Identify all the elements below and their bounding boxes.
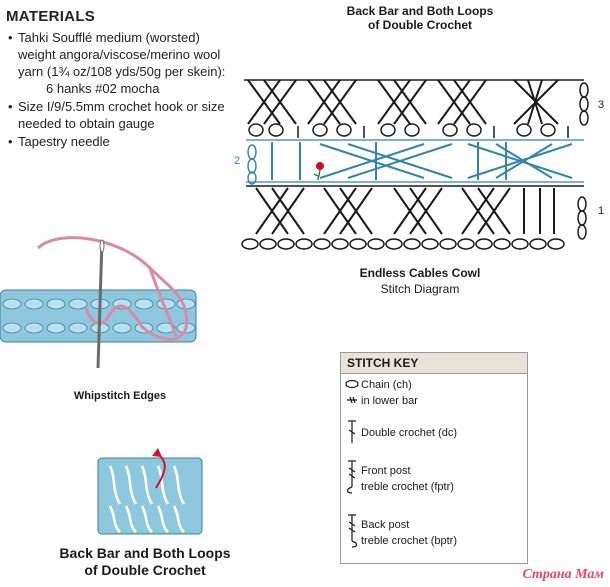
back-bar-illustration xyxy=(97,448,203,535)
materials-item-line: 6 hanks #02 mocha xyxy=(46,81,160,96)
materials-item-needle: Tapestry needle xyxy=(8,133,242,150)
top-title-line2: of Double Crochet xyxy=(368,18,472,32)
lower-bar-icon xyxy=(347,396,357,404)
needle-eye xyxy=(99,239,105,253)
back-bar-fabric xyxy=(97,457,203,535)
back-bar-stitches xyxy=(108,465,186,533)
materials-item-line: Tapestry needle xyxy=(18,134,110,149)
foundation-chain xyxy=(241,238,565,250)
key-label-chain: Chain (ch) xyxy=(361,379,412,391)
top-title-line1: Back Bar and Both Loops xyxy=(346,4,494,18)
back-bar-caption-line2: of Double Crochet xyxy=(84,562,206,578)
back-post-icon xyxy=(348,514,358,548)
needle-icon xyxy=(96,239,104,369)
row-label-1: 1 xyxy=(598,205,604,217)
front-post-icon xyxy=(346,460,356,494)
key-label-fptr-1: Front post xyxy=(361,465,411,477)
row-label-3: 3 xyxy=(598,99,604,111)
materials-item-line: Tahki Soufflé medium (worsted) xyxy=(18,30,200,45)
stitch-key-heading: STITCH KEY xyxy=(341,353,527,374)
materials-list: Tahki Soufflé medium (worsted) weight an… xyxy=(6,29,242,150)
watermark: Страна Мам xyxy=(522,567,604,582)
materials-item-line: weight angora/viscose/merino wool xyxy=(18,47,221,62)
chain-icon xyxy=(345,379,359,389)
materials-item-hook: Size I/9/5.5mm crochet hook or size need… xyxy=(8,98,242,132)
yarn-strand xyxy=(36,236,188,341)
materials-section: MATERIALS Tahki Soufflé medium (worsted)… xyxy=(6,8,242,151)
key-label-lower-bar: in lower bar xyxy=(361,395,418,407)
key-label-fptr-2: treble crochet (fptr) xyxy=(361,481,454,493)
arrow-head xyxy=(152,448,162,457)
diagram-title: Endless Cables Cowl xyxy=(359,266,481,280)
materials-item-line: needed to obtain gauge xyxy=(18,116,155,131)
row3-cables xyxy=(244,79,584,125)
back-bar-caption: Back Bar and Both Loops of Double Croche… xyxy=(20,545,270,579)
back-bar-caption-line1: Back Bar and Both Loops xyxy=(59,545,231,561)
top-diagram-title: Back Bar and Both Loops of Double Croche… xyxy=(300,4,540,32)
materials-item-yarn: Tahki Soufflé medium (worsted) weight an… xyxy=(8,29,242,97)
materials-item-line: yarn (1¾ oz/108 yds/50g per skein): xyxy=(18,64,226,79)
whipstitch-caption: Whipstitch Edges xyxy=(73,390,167,402)
key-label-bptr-2: treble crochet (bptr) xyxy=(361,535,457,547)
stitch-key: STITCH KEY Chain (ch) in lower bar Doubl… xyxy=(340,352,528,564)
key-label-dc: Double crochet (dc) xyxy=(361,427,457,439)
stitch-diagram: 3 2 1 xyxy=(234,79,604,250)
row3-chains xyxy=(248,123,569,138)
row2-cables xyxy=(246,139,584,183)
key-label-bptr-1: Back post xyxy=(361,519,410,531)
whipstitch-illustration xyxy=(0,236,197,369)
row1-cables xyxy=(246,185,584,235)
diagram-subtitle: Stitch Diagram xyxy=(380,282,460,296)
row1-turning-chain xyxy=(577,196,587,240)
yarn-loop xyxy=(148,267,178,337)
materials-heading: MATERIALS xyxy=(6,8,96,25)
row-label-2: 2 xyxy=(234,155,240,167)
row2-turning-chain xyxy=(247,144,257,185)
rose-icon xyxy=(313,162,324,181)
row3-turning-chain xyxy=(579,82,589,126)
double-crochet-icon xyxy=(348,420,356,443)
materials-item-line: Size I/9/5.5mm crochet hook or size xyxy=(18,99,225,114)
